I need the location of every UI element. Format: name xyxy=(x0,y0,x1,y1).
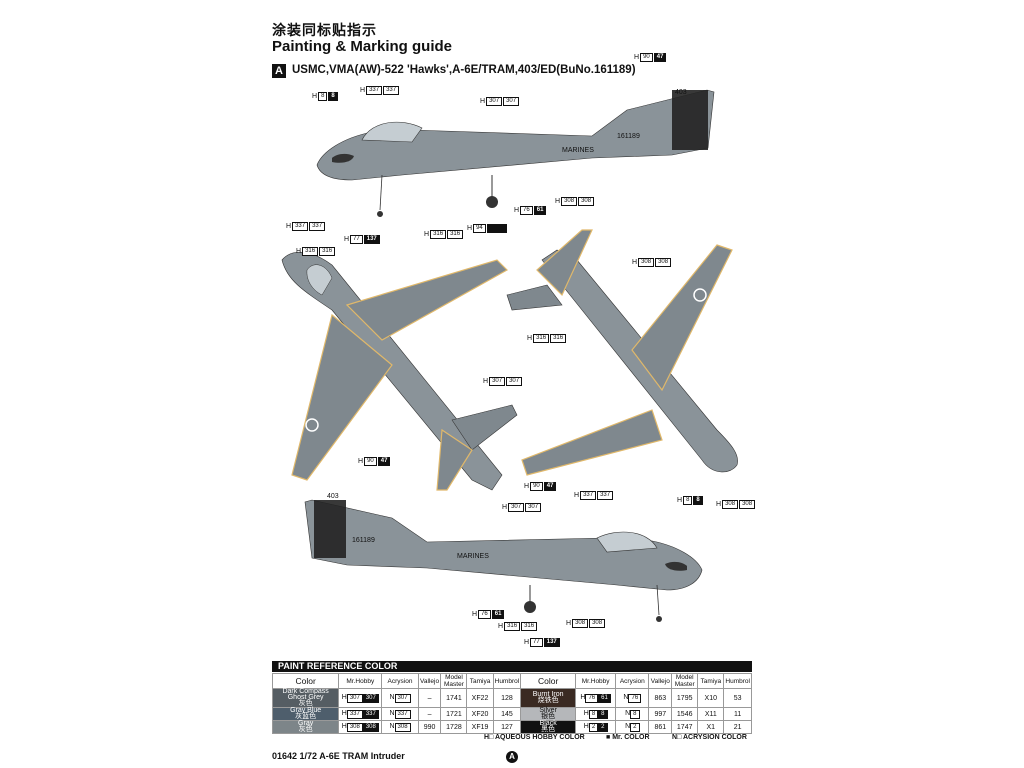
col-vallejo-2: Vallejo xyxy=(648,673,673,689)
col-color: Color xyxy=(271,673,340,689)
variant-description: USMC,VMA(AW)-522 'Hawks',A-6E/TRAM,403/E… xyxy=(292,64,636,76)
col-model-master-2: Model Master xyxy=(671,673,699,689)
col-model-master: Model Master xyxy=(440,673,468,689)
col-mrhobby-2: Mr.Hobby xyxy=(575,673,617,689)
col-acrysion: Acrysion xyxy=(381,673,419,689)
paint-reference-table: Color Mr.Hobby Acrysion Vallejo Model Ma… xyxy=(271,673,752,734)
side-profile-bottom: 161189 MARINES 403 xyxy=(304,493,703,622)
title-chinese: 涂装同标贴指示 xyxy=(272,22,377,38)
col-mrhobby: Mr.Hobby xyxy=(338,673,383,689)
col-color-2: Color xyxy=(520,673,577,689)
col-humbrol: Humbrol xyxy=(492,673,522,689)
legend-mr-color: ■ Mr. COLOR xyxy=(606,734,650,741)
legend-aqueous: H□ AQUEOUS HOBBY COLOR xyxy=(484,734,585,741)
marines-text-bottom: MARINES xyxy=(457,553,489,560)
marines-text-top: MARINES xyxy=(562,147,594,154)
side-profile-top: 161189 MARINES 403 xyxy=(316,89,715,217)
tail-code-top: 403 xyxy=(675,89,687,96)
buno-side-top: 161189 xyxy=(617,133,640,140)
top-view xyxy=(281,252,518,491)
col-tamiya-2: Tamiya xyxy=(697,673,725,689)
paint-table-heading: PAINT REFERENCE COLOR xyxy=(272,661,752,672)
col-humbrol-2: Humbrol xyxy=(723,673,752,689)
col-vallejo: Vallejo xyxy=(417,673,442,689)
page-letter-badge: A xyxy=(506,751,518,763)
kit-footer: 01642 1/72 A-6E TRAM Intruder xyxy=(272,751,405,761)
buno-side-bottom: 161189 xyxy=(352,537,375,544)
aircraft-illustrations: 161189 MARINES 403 161189 MARINES 403 xyxy=(281,89,738,622)
checkerboard-tail xyxy=(672,90,708,150)
tail-code-bottom: 403 xyxy=(327,493,339,500)
bottom-view xyxy=(506,229,738,476)
variant-letter-badge: A xyxy=(272,64,286,78)
col-acrysion-2: Acrysion xyxy=(615,673,650,689)
checkerboard-tail-bottom xyxy=(314,500,346,558)
legend-acrysion: N□ ACRYSION COLOR xyxy=(672,734,747,741)
page-title: Painting & Marking guide xyxy=(272,38,453,55)
col-tamiya: Tamiya xyxy=(466,673,494,689)
